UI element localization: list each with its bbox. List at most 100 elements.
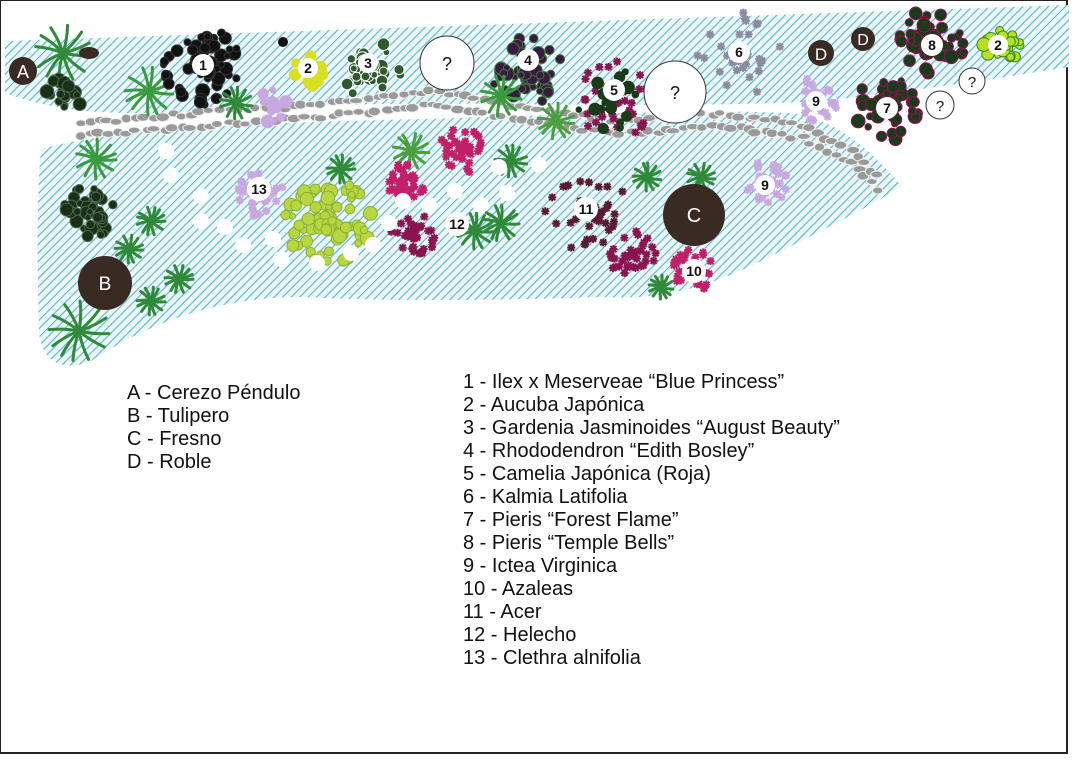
white-stone (309, 255, 325, 271)
plant-6-marker: 6 (728, 41, 750, 63)
small-dark-dot (278, 37, 288, 47)
path-stone (367, 106, 381, 117)
white-stone (531, 157, 547, 173)
plant-legend-item-8: 8 - Pieris “Temple Bells” (463, 532, 675, 554)
white-stone (158, 143, 174, 159)
path-stone (352, 107, 365, 116)
path-stone (191, 107, 206, 117)
path-stone (476, 108, 488, 117)
white-stone (193, 188, 209, 204)
flower-shrub-symbol (437, 125, 485, 177)
plant-9b-label: 9 (761, 177, 769, 193)
plant-legend-item-3: 3 - Gardenia Jasminoides “August Beauty” (463, 417, 840, 439)
fern-symbol (47, 299, 111, 362)
plant-7-marker: 7 (876, 97, 898, 119)
path-stone (776, 130, 788, 138)
path-stone (846, 145, 861, 155)
path-stone (747, 128, 762, 138)
plant-10-marker: 10 (682, 259, 706, 283)
fern-symbol (481, 203, 521, 242)
path-stone (611, 129, 626, 139)
unknown-plant-1: ? (419, 35, 475, 91)
plant-7-label: 7 (883, 100, 891, 116)
path-stone (866, 177, 878, 186)
fern-symbol (391, 132, 431, 171)
fern-symbol (34, 23, 93, 83)
shrub-symbol (39, 72, 87, 112)
white-stone (381, 215, 397, 231)
path-stone (439, 103, 453, 111)
plant-13-label: 13 (251, 181, 267, 197)
plant-8-label: 8 (928, 37, 936, 53)
white-stone (235, 237, 251, 253)
tree-d-2-label: D (857, 32, 869, 49)
plant-legend-item-11: 11 - Acer (463, 601, 542, 623)
path-stone (75, 131, 87, 141)
unknown-2-label: ? (670, 83, 680, 103)
plant-2b-marker: 2 (988, 35, 1008, 55)
plant-12-marker: 12 (445, 212, 469, 236)
plant-legend-item-4: 4 - Rhododendron “Edith Bosley” (463, 440, 755, 462)
white-stone (193, 213, 209, 229)
white-stone (217, 219, 233, 235)
path-stone (450, 104, 466, 115)
path-stone (803, 140, 815, 148)
tree-legend: A - Cerezo Péndulo B - Tulipero C - Fres… (127, 382, 300, 474)
white-stone (499, 185, 515, 201)
plant-10-label: 10 (686, 263, 702, 279)
unknown-plant-3: ? (925, 90, 955, 120)
tree-legend-item-b: B - Tulipero (127, 405, 230, 427)
plant-legend-item-1: 1 - Ilex x Meserveae “Blue Princess” (463, 371, 785, 393)
plant-11-marker: 11 (574, 197, 598, 221)
white-stone (273, 251, 289, 267)
white-stone (421, 197, 437, 213)
flower-shrub-symbol (385, 160, 428, 201)
fern-symbol (123, 65, 175, 117)
plant-9b-marker: 9 (755, 175, 775, 195)
plant-legend: 1 - Ilex x Meserveae “Blue Princess” 2 -… (463, 371, 840, 670)
plant-legend-item-12: 12 - Helecho (463, 624, 577, 646)
plant-3-label: 3 (364, 55, 372, 71)
path-stone (784, 134, 797, 143)
plant-9a-label: 9 (812, 93, 820, 109)
plant-1-marker: 1 (192, 54, 214, 76)
path-stone (155, 112, 170, 123)
path-stone (796, 132, 811, 140)
path-stone (802, 123, 816, 133)
white-stone (491, 159, 507, 175)
fern-symbol (480, 74, 523, 118)
path-stone (813, 142, 826, 152)
white-stone (395, 193, 411, 209)
plant-legend-item-5: 5 - Camelia Japónica (Roja) (463, 463, 711, 485)
path-stone (713, 109, 726, 117)
white-stones (158, 143, 547, 271)
path-stone (642, 113, 657, 123)
path-stone (665, 127, 681, 135)
tree-legend-item-c: C - Fresno (127, 428, 222, 450)
path-stone (833, 140, 848, 150)
unknown-4-label: ? (968, 74, 976, 91)
path-stone (784, 119, 799, 127)
plant-12-label: 12 (449, 216, 465, 232)
path-stone (75, 119, 87, 128)
path-stone (696, 123, 708, 132)
fern-symbol (163, 264, 195, 295)
shrub-symbol (280, 180, 378, 269)
shrub-symbol (257, 86, 293, 129)
fern-symbol (647, 273, 675, 301)
path-stone (313, 114, 328, 123)
unknown-plant-2: ? (643, 60, 707, 124)
plant-3-marker: 3 (358, 53, 378, 73)
unknown-1-label: ? (442, 54, 452, 74)
path-stone (466, 94, 480, 102)
path-stone (830, 151, 843, 159)
path-stone (405, 102, 420, 113)
plant-6-label: 6 (735, 44, 743, 60)
path-stone (239, 120, 251, 128)
white-stone (365, 237, 381, 253)
plant-9a-marker: 9 (806, 91, 826, 111)
plant-1-label: 1 (199, 57, 207, 73)
flower-shrub-symbol (606, 227, 660, 278)
flower-shrub-symbol (387, 212, 439, 258)
path-stone (731, 112, 746, 122)
